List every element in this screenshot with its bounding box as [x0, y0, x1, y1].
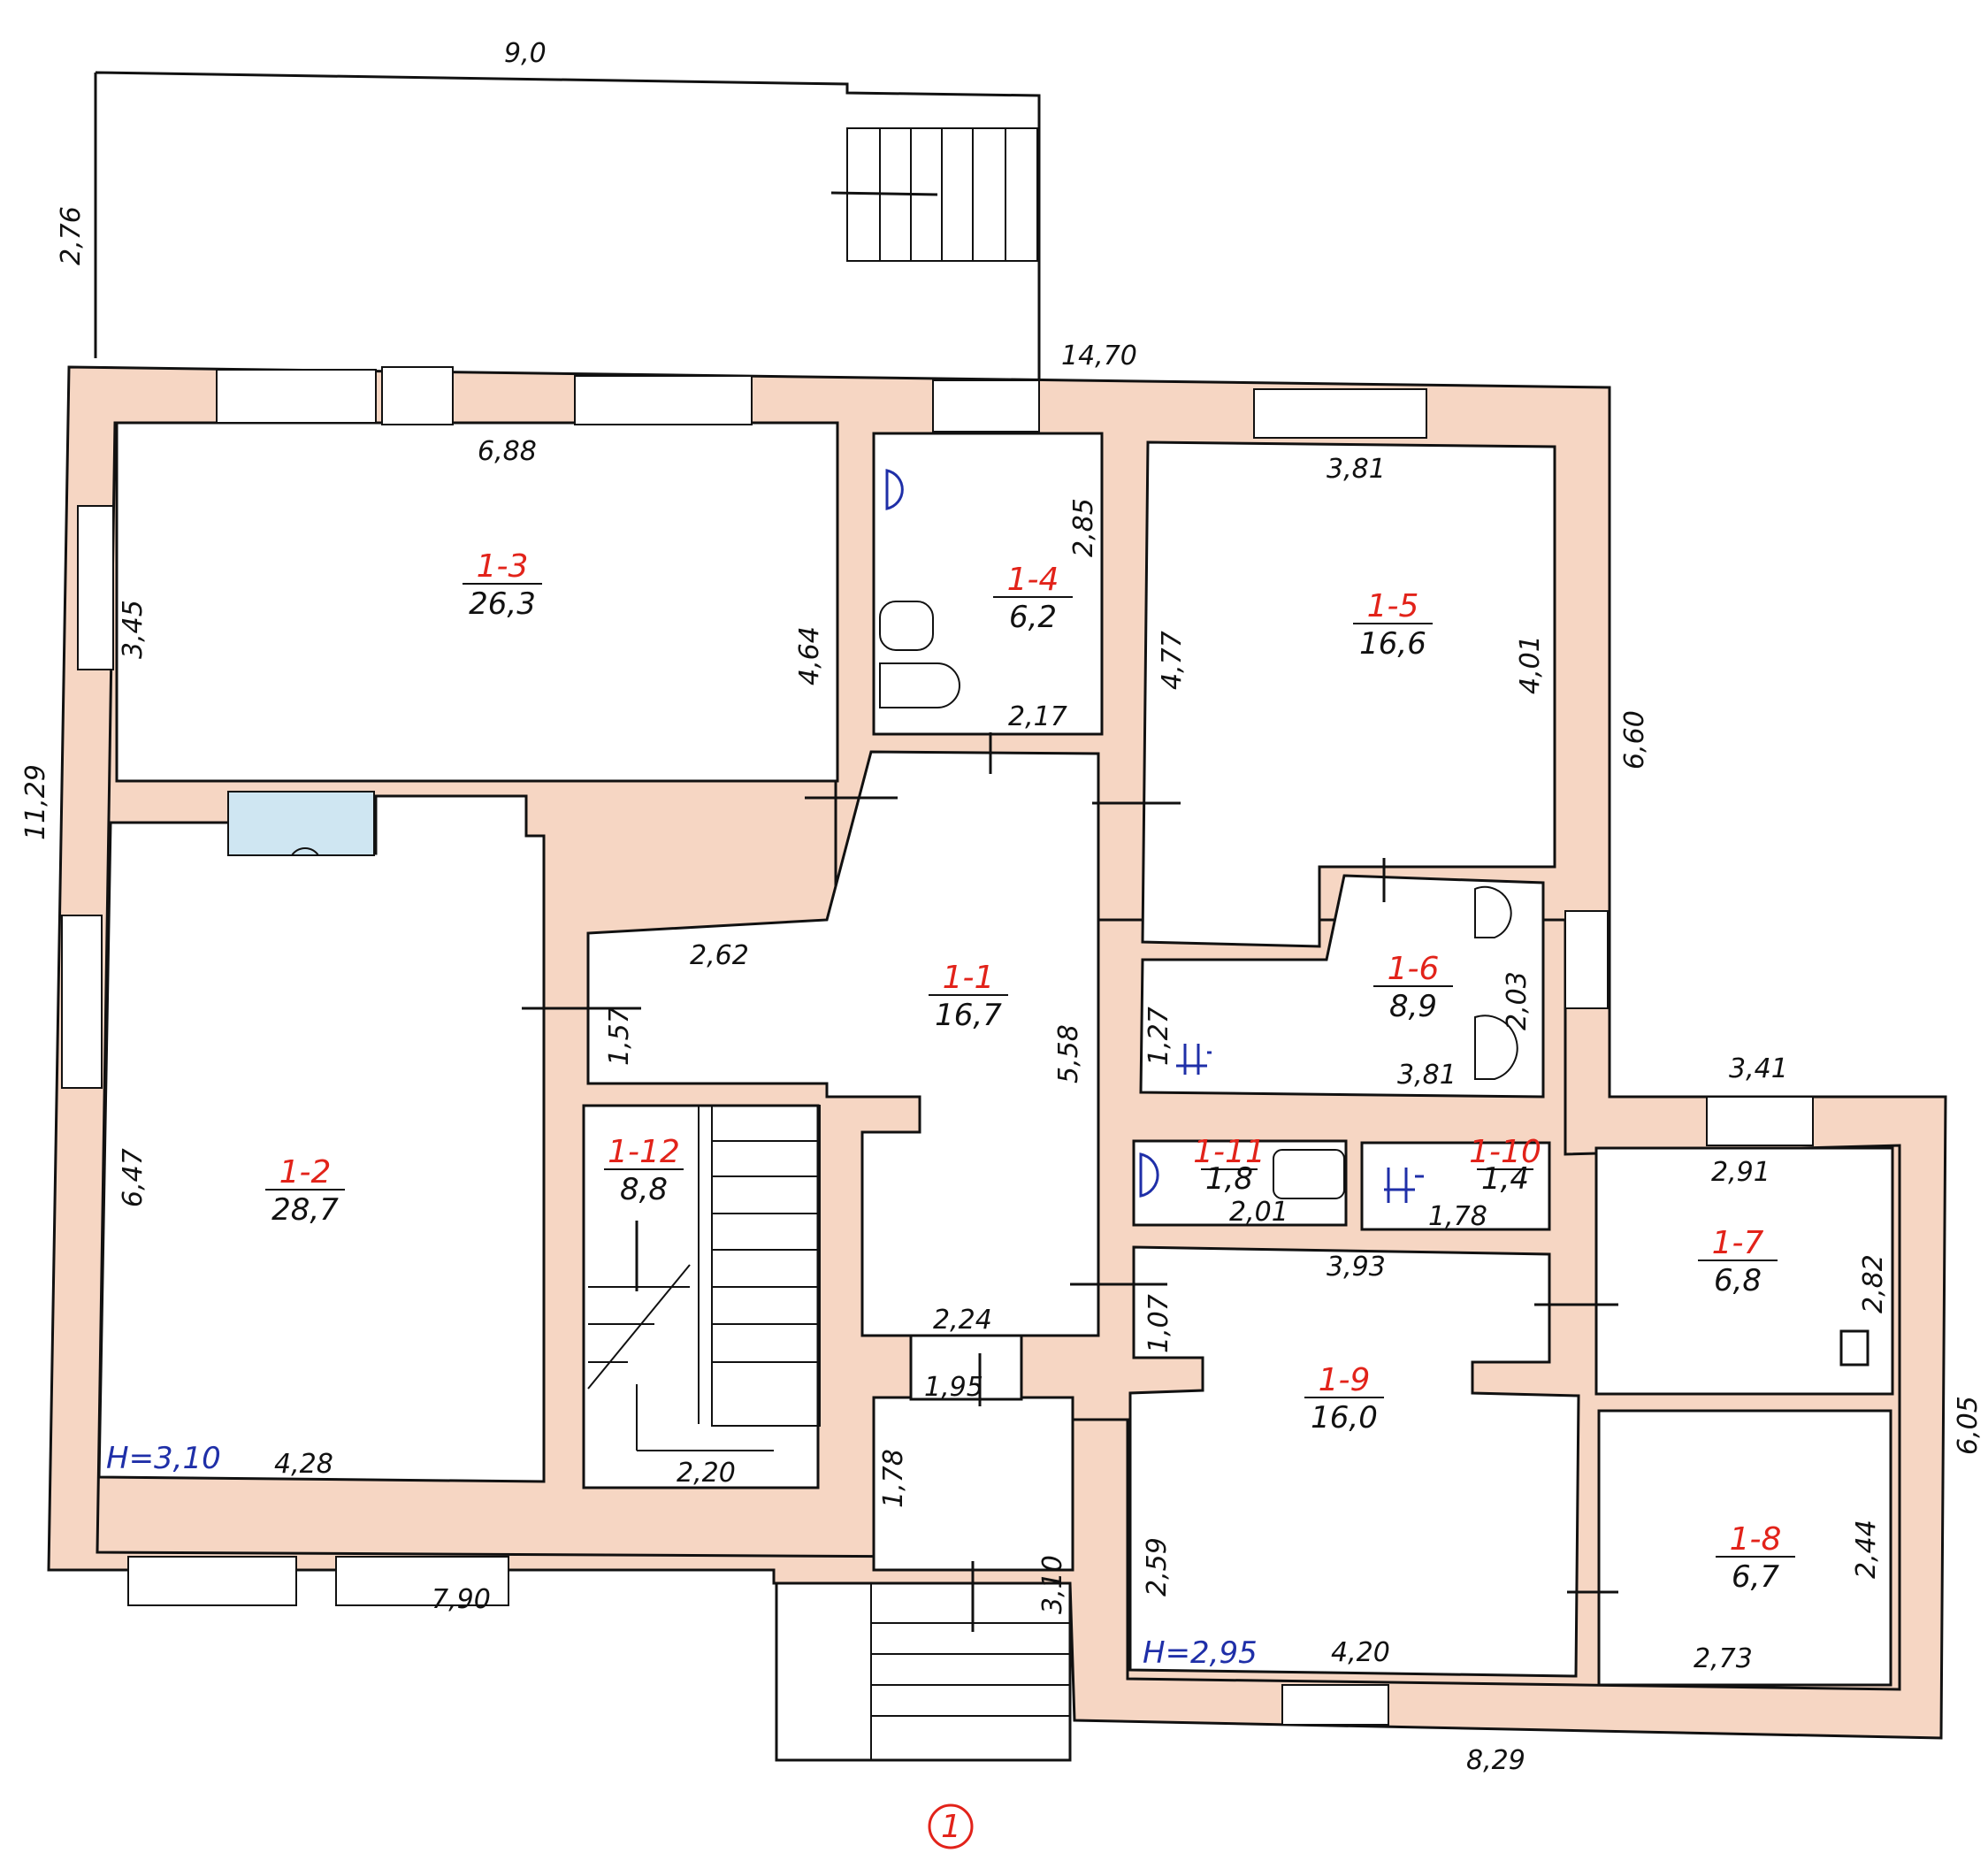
dim-1-10: 1,78 [1428, 1201, 1487, 1232]
room-area-1-4: 6,2 [1009, 600, 1057, 635]
dim-1-5-left: 4,77 [1157, 631, 1188, 690]
dim-1-9-left: 1,07 [1143, 1294, 1174, 1353]
dim-bottom-left: 7,90 [432, 1584, 491, 1615]
height-right: H=2,95 [1143, 1635, 1258, 1671]
dim-1-12: 2,20 [677, 1458, 736, 1489]
dim-1-8-width: 2,73 [1694, 1643, 1753, 1674]
dim-1-4-height: 2,85 [1068, 498, 1099, 557]
door-marks [522, 732, 1618, 1594]
room-area-1-7: 6,8 [1714, 1263, 1762, 1298]
dim-1-5-width: 3,81 [1327, 454, 1386, 485]
dim-bottom-right: 8,29 [1466, 1745, 1525, 1776]
room-id-1-5: 1-5 [1367, 588, 1419, 624]
entry-stairs [775, 1561, 1072, 1762]
dim-1-1-side: 1,57 [604, 1007, 635, 1066]
room-1-5 [1141, 440, 1556, 948]
room-1-9 [1128, 1245, 1580, 1678]
room-id-1-4: 1-4 [1007, 562, 1059, 598]
room-id-1-3: 1-3 [477, 548, 529, 585]
floor-marker-label: 1 [941, 1809, 961, 1845]
room-area-1-2: 28,7 [271, 1192, 339, 1228]
room-area-1-12: 8,8 [620, 1172, 668, 1207]
outer-dimensions: 9,0 2,76 14,70 11,29 6,60 6,05 3,41 7,90… [20, 38, 1984, 1776]
entrance-vestibule [872, 1396, 1074, 1572]
dim-1-6-width: 3,81 [1397, 1060, 1457, 1091]
dim-1-4-width: 2,17 [1008, 701, 1067, 732]
room-1-1 [586, 750, 1100, 1337]
dim-porch-side: 2,76 [56, 206, 87, 265]
room-area-1-6: 8,9 [1389, 989, 1437, 1024]
dim-right-wing-top: 3,41 [1729, 1053, 1788, 1084]
dim-1-8-side: 2,44 [1851, 1520, 1882, 1579]
room-1-11 [1132, 1139, 1348, 1227]
room-shapes [97, 421, 1894, 1687]
room-1-10 [1360, 1141, 1551, 1231]
room-id-1-9: 1-9 [1319, 1362, 1371, 1398]
height-left: H=3,10 [106, 1441, 221, 1476]
dim-1-5-right: 4,01 [1515, 635, 1546, 694]
dim-1-3-width: 6,88 [478, 436, 537, 467]
dim-1-3-left: 3,45 [118, 600, 149, 659]
dim-1-9-bottom: 4,20 [1331, 1637, 1390, 1668]
dim-left-total: 11,29 [20, 764, 51, 840]
dim-1-11: 2,01 [1229, 1197, 1288, 1228]
dim-1-9-lower-left: 2,59 [1142, 1537, 1173, 1596]
entrance-pad [909, 1334, 1023, 1401]
room-id-1-11: 1-11 [1193, 1134, 1265, 1170]
dim-stair-width: 3,10 [1037, 1555, 1068, 1614]
room-area-1-9: 16,0 [1311, 1400, 1378, 1436]
room-dimensions: 6,88 3,45 4,64 2,85 2,17 3,81 4,77 4,01 … [118, 436, 1889, 1674]
room-area-1-11: 1,8 [1205, 1161, 1253, 1197]
room-id-1-7: 1-7 [1712, 1225, 1764, 1261]
terrace [94, 71, 1041, 379]
floor-marker: 1 [928, 1803, 974, 1849]
porch-stairs [830, 127, 1038, 262]
dim-1-1-bottom: 2,24 [933, 1305, 992, 1336]
room-id-1-8: 1-8 [1730, 1521, 1782, 1558]
dim-top-total: 14,70 [1061, 341, 1137, 371]
dim-right-upper: 6,60 [1619, 710, 1650, 770]
interior-stairs [587, 1105, 821, 1451]
room-1-6 [1139, 874, 1545, 1099]
dim-1-6-side: 2,03 [1502, 971, 1533, 1030]
dim-1-9-width: 3,93 [1327, 1252, 1386, 1283]
dim-1-6-left: 1,27 [1143, 1007, 1174, 1066]
room-id-1-2: 1-2 [279, 1154, 332, 1191]
dim-1-3-right: 4,64 [794, 626, 825, 685]
dim-entrance-depth: 1,78 [878, 1449, 909, 1508]
room-1-3 [115, 421, 839, 783]
dim-1-2-side: 6,47 [118, 1148, 149, 1207]
room-area-1-5: 16,6 [1359, 626, 1426, 662]
windows [61, 366, 1814, 1726]
dim-top-porch: 9,0 [504, 38, 547, 69]
room-id-1-10: 1-10 [1469, 1134, 1541, 1170]
room-id-1-6: 1-6 [1388, 951, 1440, 987]
room-area-1-3: 26,3 [469, 586, 536, 622]
room-area-1-1: 16,7 [935, 998, 1002, 1033]
room-1-8 [1597, 1409, 1892, 1687]
dim-1-1-top: 2,62 [690, 940, 749, 971]
room-area-1-8: 6,7 [1732, 1559, 1779, 1595]
dim-right-lower: 6,05 [1953, 1396, 1984, 1455]
room-area-1-10: 1,4 [1481, 1161, 1529, 1197]
dim-1-2-bottom: 4,28 [274, 1449, 333, 1480]
room-id-1-1: 1-1 [943, 960, 995, 996]
dim-1-7-width: 2,91 [1711, 1157, 1770, 1188]
room-1-4 [872, 432, 1104, 736]
dim-1-1-height: 5,58 [1053, 1024, 1084, 1083]
room-id-1-12: 1-12 [608, 1134, 680, 1170]
dim-1-7-side: 2,82 [1858, 1254, 1889, 1313]
dim-entrance-width: 1,95 [924, 1372, 983, 1403]
fixtures [227, 469, 1869, 1367]
room-1-2 [97, 794, 546, 1483]
